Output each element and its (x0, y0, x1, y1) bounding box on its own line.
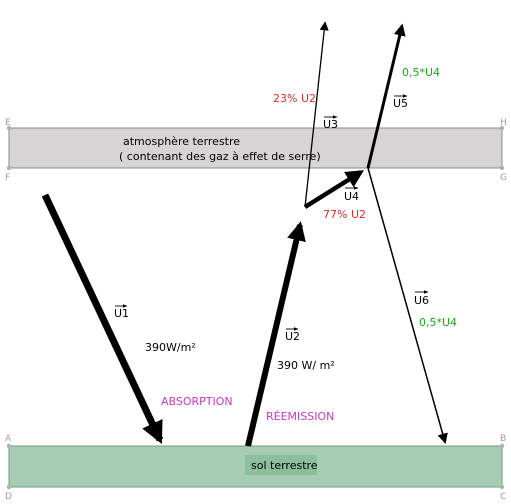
ground-label-box (245, 455, 317, 475)
arrow-u1 (41, 193, 164, 445)
label-u4: U4 (344, 190, 359, 203)
atmosphere-title: atmosphère terrestre (123, 135, 240, 148)
label-u1: U1 (114, 307, 129, 320)
point-a: A (5, 434, 12, 444)
percent-23-label: 23% U2 (273, 92, 316, 105)
point-e: E (5, 118, 11, 128)
atmosphere-band (8, 127, 503, 169)
point-d: D (5, 492, 12, 502)
half-u4-bottom-label: 0,5*U4 (419, 316, 457, 329)
arrow-u4 (303, 170, 365, 209)
flux-u1-label: 390W/m² (145, 341, 196, 354)
label-u2: U2 (285, 330, 300, 343)
ground-label: sol terrestre (251, 459, 318, 472)
point-c: C (500, 492, 506, 502)
absorption-label: ABSORPTION (161, 395, 233, 408)
label-u6: U6 (414, 294, 429, 307)
arrow-u6 (367, 167, 448, 445)
corner-points (6, 125, 505, 490)
flux-u2-label: 390 W/ m² (277, 359, 335, 372)
arrow-u2 (245, 221, 306, 447)
arrow-u5 (366, 23, 406, 169)
point-g: G (500, 173, 507, 183)
point-h: H (500, 118, 507, 128)
atmosphere-subtitle: ( contenant des gaz à effet de serre) (119, 150, 321, 163)
arrow-u3 (304, 21, 329, 208)
half-u4-top-label: 0,5*U4 (402, 66, 440, 79)
percent-77-label: 77% U2 (323, 208, 366, 221)
point-b: B (500, 434, 506, 444)
label-u5: U5 (393, 97, 408, 110)
label-u3: U3 (323, 118, 338, 131)
reemission-label: RÉEMISSION (266, 410, 334, 423)
point-f: F (5, 173, 10, 183)
